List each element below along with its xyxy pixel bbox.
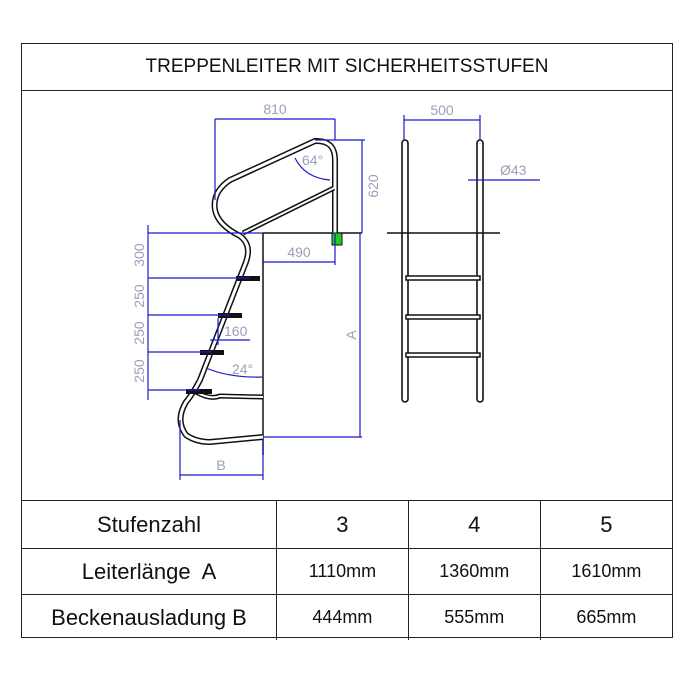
header-label: Stufenzahl xyxy=(22,500,277,549)
cell: 555mm xyxy=(407,594,541,640)
spec-table: Stufenzahl 3 4 5 Leiterlänge A 1110mm 13… xyxy=(22,500,672,640)
header-cell: 5 xyxy=(539,500,672,549)
cell: 665mm xyxy=(539,594,672,640)
header-cell: 4 xyxy=(407,500,541,549)
row-label: Leiterlänge A xyxy=(22,548,277,595)
spec-sheet: TREPPENLEITER MIT SICHERHEITSSTUFEN Stuf… xyxy=(21,43,673,640)
page-title: TREPPENLEITER MIT SICHERHEITSSTUFEN xyxy=(22,44,672,91)
table-row: Leiterlänge A 1110mm 1360mm 1610mm xyxy=(22,548,672,595)
row-label: Beckenausladung B xyxy=(22,594,277,640)
cell: 1610mm xyxy=(539,548,672,595)
cell: 1360mm xyxy=(407,548,541,595)
cell: 444mm xyxy=(276,594,409,640)
table-row: Beckenausladung B 444mm 555mm 665mm xyxy=(22,594,672,640)
table-header-row: Stufenzahl 3 4 5 xyxy=(22,500,672,549)
header-cell: 3 xyxy=(276,500,409,549)
cell: 1110mm xyxy=(276,548,409,595)
